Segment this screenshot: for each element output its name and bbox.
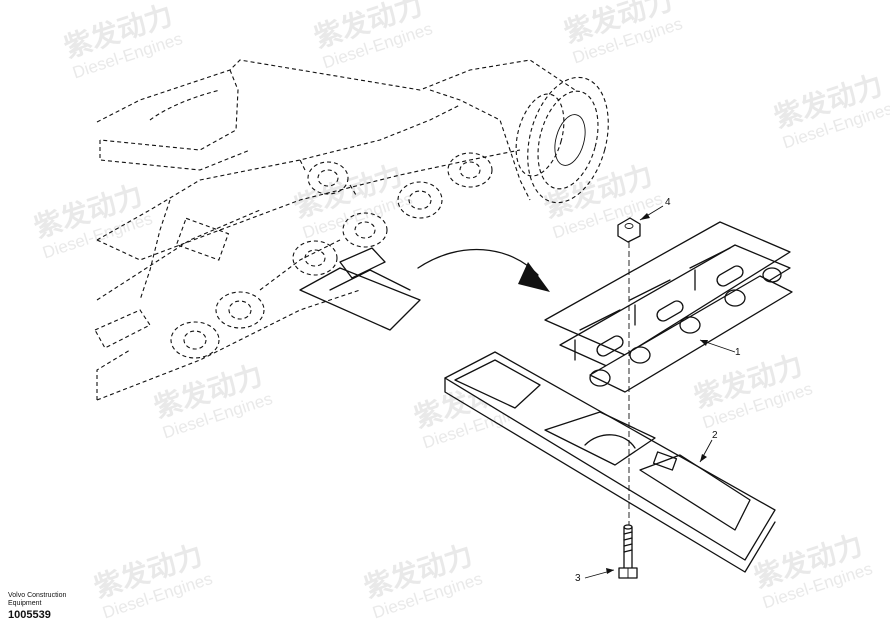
front-idler-bracket — [94, 217, 230, 349]
nut — [617, 217, 641, 243]
transfer-arrow — [417, 248, 550, 292]
manufacturer-credit: Volvo Construction Equipment — [8, 592, 66, 608]
svg-text:2: 2 — [712, 430, 718, 441]
watermark-tile: 紫发动力 Diesel-Engines — [310, 0, 435, 72]
track-roller-4 — [215, 291, 265, 329]
watermark-tile: 紫发动力 Diesel-Engines — [560, 0, 685, 67]
watermark-tile: 紫发动力 Diesel-Engines — [30, 178, 155, 262]
track-frame-outline — [96, 59, 576, 401]
track-roller-3 — [292, 240, 338, 276]
track-chain-assembly — [544, 221, 793, 393]
watermark-tile: 紫发动力 Diesel-Engines — [750, 528, 875, 612]
track-guard-plate — [444, 351, 776, 573]
watermark-tile: 紫发动力 Diesel-Engines — [770, 68, 890, 152]
manufacturer-line-1: Volvo Construction — [8, 592, 67, 599]
document-number: 1005539 — [8, 609, 51, 621]
watermark-tile: 紫发动力 Diesel-Engines — [60, 0, 185, 82]
callout-1: 1 — [699, 339, 741, 358]
watermark-tile: 紫发动力 Diesel-Engines — [150, 358, 275, 442]
callout-2: 2 — [699, 430, 718, 463]
bolt — [618, 524, 638, 579]
watermark-tile: 紫发动力 Diesel-Engines — [540, 158, 665, 242]
track-roller-2 — [342, 212, 388, 248]
manufacturer-line-2: Equipment — [8, 600, 42, 607]
svg-text:3: 3 — [575, 573, 581, 584]
watermark-tile: 紫发动力 Diesel-Engines — [290, 158, 415, 242]
callout-3: 3 — [575, 568, 615, 584]
carrier-roller-1 — [299, 159, 357, 196]
watermark-tile: 紫发动力 Diesel-Engines — [90, 538, 215, 622]
roller-guard-small — [299, 247, 421, 331]
drive-sprocket — [515, 76, 609, 204]
carrier-roller-2 — [447, 152, 493, 188]
watermark-tile: 紫发动力 Diesel-Engines — [690, 348, 815, 432]
track-roller-1 — [397, 181, 443, 219]
svg-text:4: 4 — [665, 197, 671, 208]
svg-text:1: 1 — [735, 347, 741, 358]
watermark-tile: 紫发动力 Diesel-Engines — [360, 538, 485, 622]
track-roller-5 — [170, 321, 220, 359]
callout-4: 4 — [639, 197, 671, 221]
